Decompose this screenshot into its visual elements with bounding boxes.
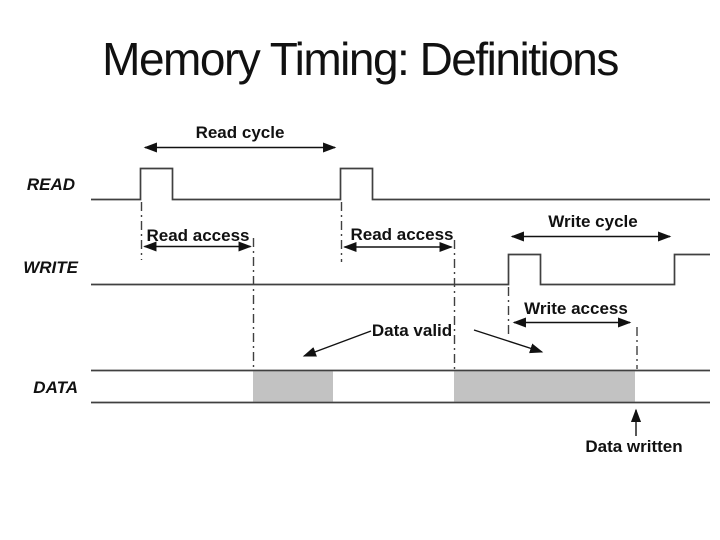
read-cycle-label: Read cycle (196, 123, 285, 142)
read-access-label-2: Read access (350, 225, 453, 244)
write-signal-waveform (91, 253, 710, 286)
write-access-label: Write access (524, 299, 628, 318)
read-access-label-1: Read access (146, 226, 249, 245)
write-cycle-label: Write cycle (548, 212, 637, 231)
signal-label-data: DATA (33, 378, 78, 397)
data-valid-block-read (253, 371, 333, 402)
slide-title: Memory Timing: Definitions (102, 33, 619, 85)
data-valid-pointer-left (302, 330, 372, 357)
data-written-label: Data written (585, 437, 682, 456)
data-valid-block-write (454, 371, 635, 402)
signal-label-write: WRITE (23, 258, 78, 277)
read-signal-waveform (91, 167, 710, 201)
data-valid-pointer-right (473, 329, 544, 354)
data-valid-label: Data valid (372, 321, 452, 340)
signal-label-read: READ (27, 175, 75, 194)
